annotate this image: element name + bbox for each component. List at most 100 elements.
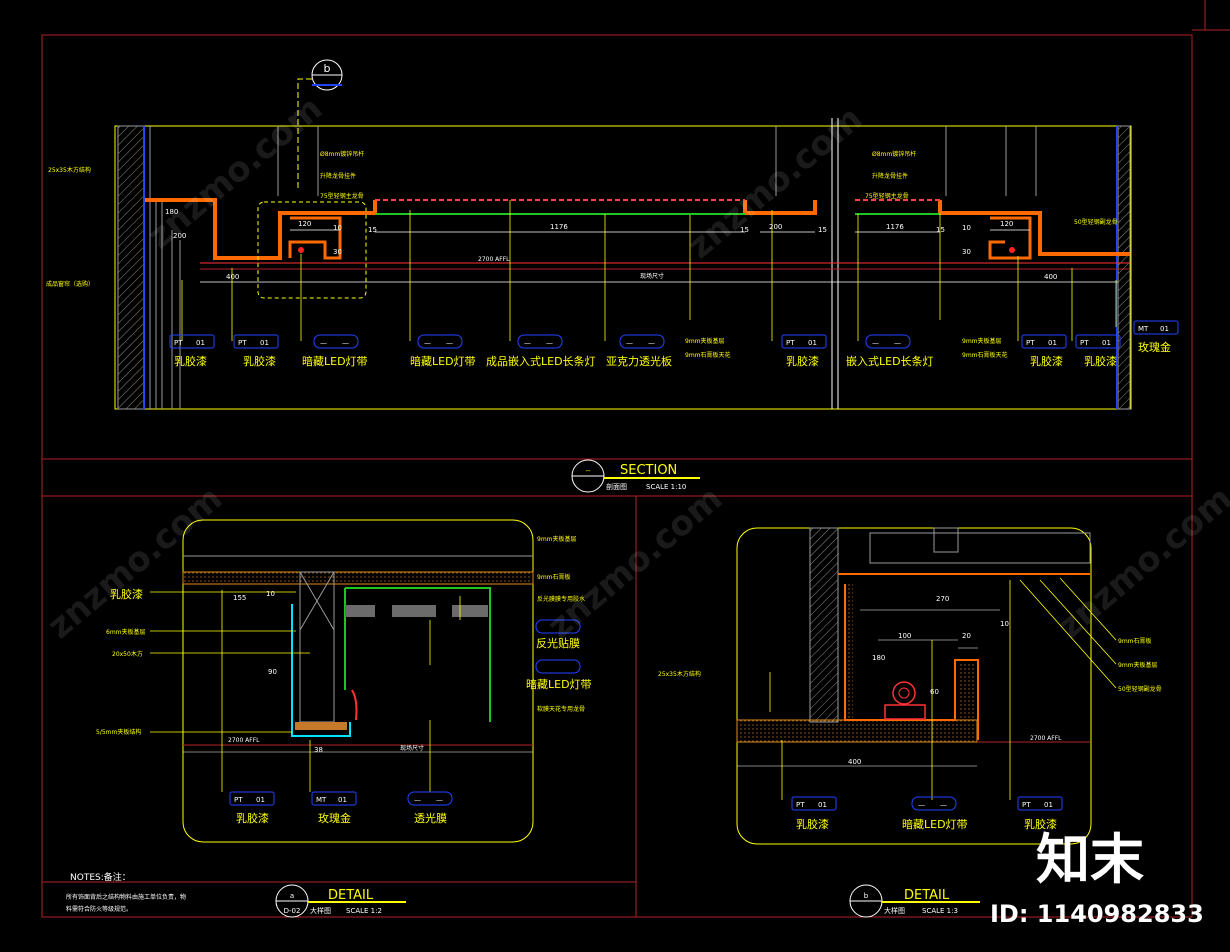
svg-text:a: a — [290, 892, 294, 900]
callout-hanger-rod-left: Ø8mm镀锌吊杆 — [320, 150, 364, 158]
svg-text:乳胶漆: 乳胶漆 — [796, 817, 829, 831]
section-title-block: -- SECTION 剖面图 SCALE 1:10 — [571, 459, 700, 493]
dr-callout-plywood: 9mm夹板基层 — [1118, 661, 1158, 669]
svg-text:—: — — [414, 796, 421, 804]
svg-text:znzmo.com: znzmo.com — [40, 478, 230, 646]
image-id: ID: 1140982833 — [990, 900, 1204, 928]
svg-text:znzmo.com: znzmo.com — [140, 88, 330, 256]
dl-dim-38: 38 — [314, 746, 323, 754]
dl-dim-155: 155 — [233, 594, 246, 602]
dl-tag-reflective: 反光贴膜 — [535, 619, 581, 650]
svg-text:乳胶漆: 乳胶漆 — [236, 811, 269, 825]
svg-text:01: 01 — [808, 339, 817, 347]
svg-text:MT: MT — [1138, 325, 1149, 333]
svg-text:01: 01 — [1048, 339, 1057, 347]
section-mark: -- — [585, 467, 591, 475]
callout-main-keel-right: 75型轻钢主龙骨 — [865, 192, 909, 200]
note-plywood-left: 9mm夹板基层 — [685, 337, 725, 345]
svg-text:—: — — [424, 339, 431, 347]
svg-text:PT: PT — [1026, 339, 1035, 347]
dr-tag-led: — — 暗藏LED灯带 — [902, 796, 968, 831]
dim-200-left: 200 — [173, 232, 186, 240]
dl-level: 2700 AFFL — [228, 737, 260, 744]
note-plywood-right: 9mm夹板基层 — [962, 337, 1002, 345]
tag-led-strip-light: — — 成品嵌入式LED长条灯 — [486, 334, 596, 368]
svg-text:znzmo.com: znzmo.com — [680, 98, 870, 266]
dr-dim-60: 60 — [930, 688, 939, 696]
callout-main-keel-left: 75型轻钢主龙骨 — [320, 192, 364, 200]
section-subtitle: 剖面图 — [606, 482, 627, 491]
svg-text:PT: PT — [1022, 801, 1031, 809]
callout-sub-keel: 50型轻钢副龙骨 — [1074, 218, 1118, 226]
tag-pt01-e: PT 01 乳胶漆 — [1075, 334, 1121, 368]
dr-callout-gypsum: 9mm石膏板 — [1118, 637, 1152, 645]
svg-text:01: 01 — [256, 796, 265, 804]
tag-pt01-a: PT 01 乳胶漆 — [169, 334, 215, 368]
material-tags-top: PT 01 乳胶漆 PT 01 乳胶漆 — — 暗藏LED灯带 — — 暗藏LE… — [169, 320, 1179, 368]
tag-led-a: — — 暗藏LED灯带 — [302, 334, 368, 368]
tag-label: 亚克力透光板 — [606, 354, 672, 368]
svg-text:—: — — [446, 339, 453, 347]
detail-right-drawing — [736, 527, 1117, 845]
svg-text:所有饰面背后之结构物料由施工单位负责，物: 所有饰面背后之结构物料由施工单位负责，物 — [66, 893, 186, 901]
svg-text:大样图: 大样图 — [310, 906, 331, 915]
tag-label: 乳胶漆 — [786, 354, 819, 368]
dl-dim-10: 10 — [266, 590, 275, 598]
dr-tag-pt01-a: PT 01 乳胶漆 — [791, 796, 837, 831]
callout-hanger-left: 升降龙骨挂件 — [320, 172, 356, 180]
callout-wood-frame: 25x35木方结构 — [48, 166, 91, 174]
dl-field: 现场尺寸 — [400, 744, 424, 752]
dim-400-left: 400 — [226, 273, 239, 281]
dr-callout-subkeel: 50型轻钢副龙骨 — [1118, 685, 1162, 693]
svg-text:—: — — [546, 339, 553, 347]
tag-acrylic: — — 亚克力透光板 — [606, 334, 672, 368]
svg-text:反光贴膜: 反光贴膜 — [536, 636, 580, 650]
svg-text:—: — — [872, 339, 879, 347]
svg-text:MT: MT — [316, 796, 327, 804]
svg-text:—: — — [626, 339, 633, 347]
dim-15-d: 15 — [936, 226, 945, 234]
svg-text:PT: PT — [174, 339, 183, 347]
svg-text:01: 01 — [196, 339, 205, 347]
dim-15-b: 15 — [740, 226, 749, 234]
dim-200-mid: 200 — [769, 223, 782, 231]
svg-text:01: 01 — [338, 796, 347, 804]
svg-text:PT: PT — [786, 339, 795, 347]
svg-text:01: 01 — [818, 801, 827, 809]
svg-text:NOTES:备注：: NOTES:备注： — [70, 871, 131, 883]
dl-tag-led: 暗藏LED灯带 — [526, 659, 592, 691]
svg-text:PT: PT — [796, 801, 805, 809]
dr-tag-pt01-b: PT 01 乳胶漆 — [1017, 796, 1063, 831]
tag-pt01-c: PT 01 乳胶漆 — [781, 334, 827, 368]
dl-dim-90: 90 — [268, 668, 277, 676]
svg-text:透光膜: 透光膜 — [414, 811, 447, 825]
svg-text:PT: PT — [1080, 339, 1089, 347]
note-gypsum-right: 9mm石膏板天花 — [962, 351, 1008, 359]
dl-callout-plywood: 6mm夹板基层 — [106, 628, 146, 636]
dl-callout-right-1: 9mm石膏板 — [537, 573, 571, 581]
tag-label: 乳胶漆 — [1084, 354, 1117, 368]
dim-400-right: 400 — [1044, 273, 1057, 281]
tag-mt01: MT 01 玫瑰金 — [1133, 320, 1179, 354]
section-marker-letter: b — [324, 62, 331, 75]
tag-led-b: — — 暗藏LED灯带 — [410, 334, 476, 368]
dr-dim-10: 10 — [1000, 620, 1009, 628]
svg-text:znzmo.com: znzmo.com — [540, 478, 730, 646]
dim-15-a: 15 — [368, 226, 377, 234]
dim-1176-left: 1176 — [550, 223, 568, 231]
svg-text:01: 01 — [1044, 801, 1053, 809]
svg-text:01: 01 — [1102, 339, 1111, 347]
section-drawing — [114, 59, 1132, 410]
svg-text:01: 01 — [260, 339, 269, 347]
tag-label: 嵌入式LED长条灯 — [846, 354, 934, 368]
tag-label: 乳胶漆 — [1030, 354, 1063, 368]
svg-text:DETAIL: DETAIL — [328, 888, 374, 903]
dl-tag-mt01: MT 01 玫瑰金 — [311, 791, 357, 825]
callout-curtain: 成品窗帘（选购） — [46, 280, 94, 288]
dim-120-right: 120 — [1000, 220, 1013, 228]
dr-dim-20: 20 — [962, 632, 971, 640]
dl-callout-structure: 5/5mm夹板结构 — [96, 728, 141, 736]
dim-10-right: 10 — [962, 224, 971, 232]
